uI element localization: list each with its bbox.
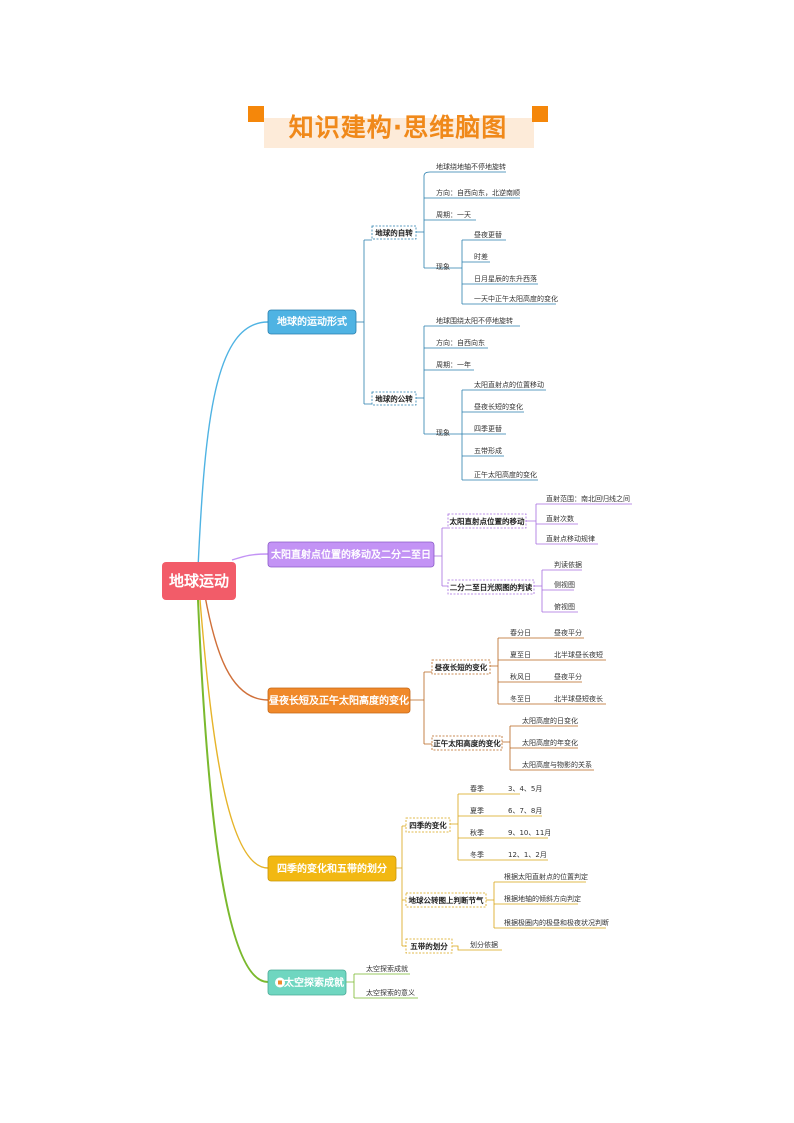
branch4-lines <box>396 793 606 951</box>
branch4-label: 四季的变化和五带的划分 <box>277 862 387 875</box>
solar-terms-leaf-2: 根据地轴的倾斜方向判定 <box>504 894 581 903</box>
subnode-light-map-reading[interactable]: 二分二至日光照图的判读 <box>447 579 535 595</box>
revolution-leaf-3: 周期：一年 <box>436 360 471 369</box>
branch2-node[interactable]: 太阳直射点位置的移动及二分二至日 <box>267 541 435 568</box>
revolution-phen-4: 五带形成 <box>474 446 502 455</box>
subnode-five-zones[interactable]: 五带的划分 <box>405 938 453 954</box>
connector-root-branch1 <box>197 321 269 569</box>
seasons-label: 四季的变化 <box>409 820 447 830</box>
revolution-phen-5: 正午太阳高度的变化 <box>474 470 537 479</box>
branch3-label: 昼夜长短及正午太阳高度的变化 <box>269 694 409 707</box>
solar-terms-label: 地球公转图上判断节气 <box>409 895 484 905</box>
branch5-node[interactable]: 太空探索成就 <box>267 969 347 996</box>
season-months-3: 9、10、11月 <box>508 829 551 837</box>
root-connectors <box>197 321 269 983</box>
rotation-phenomena-label: 现象 <box>436 262 450 271</box>
light-map-leaf-1: 判读依据 <box>554 560 582 569</box>
light-map-leaf-2: 侧视图 <box>554 580 575 589</box>
direct-point-leaf-1: 直射范围：南北回归线之间 <box>546 494 630 503</box>
noon-sun-leaf-2: 太阳高度的年变化 <box>522 738 578 747</box>
subnode-revolution[interactable]: 地球的公转 <box>371 391 417 406</box>
solar-terms-leaf-1: 根据太阳直射点的位置判定 <box>504 872 588 881</box>
subnode-direct-point-move[interactable]: 太阳直射点位置的移动 <box>447 513 527 529</box>
branch3-node[interactable]: 昼夜长短及正午太阳高度的变化 <box>267 687 411 714</box>
subnode-seasons[interactable]: 四季的变化 <box>405 817 451 833</box>
subnode-noon-sun-height[interactable]: 正午太阳高度的变化 <box>431 735 503 751</box>
day-length-day-2: 夏至日 <box>510 651 531 659</box>
page-title: 知识建构·思维脑图 <box>288 113 508 142</box>
branch5-lines <box>346 973 418 999</box>
day-length-desc-2: 北半球昼长夜短 <box>554 650 603 659</box>
branch4-node[interactable]: 四季的变化和五带的划分 <box>267 855 397 882</box>
space-leaf-2: 太空探索的意义 <box>366 988 415 997</box>
revolution-phenomena-label: 现象 <box>436 428 450 437</box>
noon-sun-height-label: 正午太阳高度的变化 <box>433 738 501 748</box>
subnode-day-length[interactable]: 昼夜长短的变化 <box>431 659 491 675</box>
connector-root-branch2 <box>231 553 269 561</box>
title-background <box>264 118 534 148</box>
five-zones-leaf-1: 划分依据 <box>470 940 498 949</box>
day-length-desc-4: 北半球昼短夜长 <box>554 694 603 703</box>
day-length-day-3: 秋风日 <box>510 672 531 681</box>
subnode-solar-terms[interactable]: 地球公转图上判断节气 <box>405 892 487 908</box>
revolution-leaf-1: 地球围绕太阳不停地旋转 <box>436 316 513 325</box>
connector-root-branch5 <box>197 599 269 983</box>
season-name-3: 秋季 <box>470 828 484 837</box>
revolution-phen-2: 昼夜长短的变化 <box>474 402 523 411</box>
title-left-square-icon <box>248 106 264 122</box>
direct-point-leaf-2: 直射次数 <box>546 514 574 523</box>
branch1-node[interactable]: 地球的运动形式 <box>267 309 357 335</box>
noon-sun-leaf-1: 太阳高度的日变化 <box>522 716 578 725</box>
rotation-phen-1: 昼夜更替 <box>474 230 502 239</box>
root-node[interactable]: 地球运动 <box>162 562 236 600</box>
rotation-leaf-3: 周期：一天 <box>436 211 471 219</box>
rocket-icon-inner <box>278 980 282 985</box>
rotation-leaf-1: 地球绕地轴不停地旋转 <box>436 162 506 171</box>
five-zones-label: 五带的划分 <box>410 941 448 951</box>
season-months-4: 12、1、2月 <box>508 851 547 859</box>
revolution-phen-3: 四季更替 <box>474 424 502 433</box>
day-length-label: 昼夜长短的变化 <box>434 662 488 672</box>
season-name-4: 冬季 <box>470 850 484 859</box>
rotation-label: 地球的自转 <box>375 228 413 238</box>
day-length-day-1: 春分日 <box>510 628 531 637</box>
direct-point-move-label: 太阳直射点位置的移动 <box>450 516 525 526</box>
season-months-1: 3、4、5月 <box>508 785 542 793</box>
space-leaf-1: 太空探索成就 <box>366 964 408 973</box>
branch1 <box>356 171 556 481</box>
rotation-phen-2: 时差 <box>474 252 488 261</box>
rotation-phen-3: 日月星辰的东升西落 <box>474 274 537 283</box>
day-length-day-4: 冬至日 <box>510 694 531 703</box>
branch1-label: 地球的运动形式 <box>277 315 347 328</box>
branch3-lines <box>410 637 606 771</box>
day-length-desc-3: 昼夜平分 <box>554 672 582 681</box>
rotation-leaf-2: 方向：自西向东，北逆南顺 <box>436 188 520 197</box>
light-map-leaf-3: 俯视图 <box>554 602 575 611</box>
season-months-2: 6、7、8月 <box>508 807 542 815</box>
connector-root-branch3 <box>204 595 269 701</box>
revolution-leaf-2: 方向：自西向东 <box>436 338 485 347</box>
noon-sun-leaf-3: 太阳高度与物影的关系 <box>522 760 592 769</box>
solar-terms-leaf-3: 根据极圈内的极昼和极夜状况判断 <box>504 918 609 927</box>
connector-root-branch4 <box>199 599 269 869</box>
revolution-label: 地球的公转 <box>375 394 413 404</box>
light-map-reading-label: 二分二至日光照图的判读 <box>450 582 533 592</box>
branch2-lines <box>434 503 632 613</box>
direct-point-leaf-3: 直射点移动规律 <box>546 534 595 543</box>
root-label: 地球运动 <box>169 572 229 590</box>
season-name-2: 夏季 <box>470 806 484 815</box>
revolution-phen-1: 太阳直射点的位置移动 <box>474 380 544 389</box>
season-name-1: 春季 <box>470 784 484 793</box>
title-right-square-icon <box>532 106 548 122</box>
day-length-desc-1: 昼夜平分 <box>554 628 582 637</box>
subnode-rotation[interactable]: 地球的自转 <box>371 225 417 240</box>
mindmap-title-banner: 知识建构·思维脑图 <box>248 106 548 148</box>
branch2-label: 太阳直射点位置的移动及二分二至日 <box>270 548 431 561</box>
branch5-label: 太空探索成就 <box>283 976 344 989</box>
rotation-phen-4: 一天中正午太阳高度的变化 <box>474 294 558 303</box>
